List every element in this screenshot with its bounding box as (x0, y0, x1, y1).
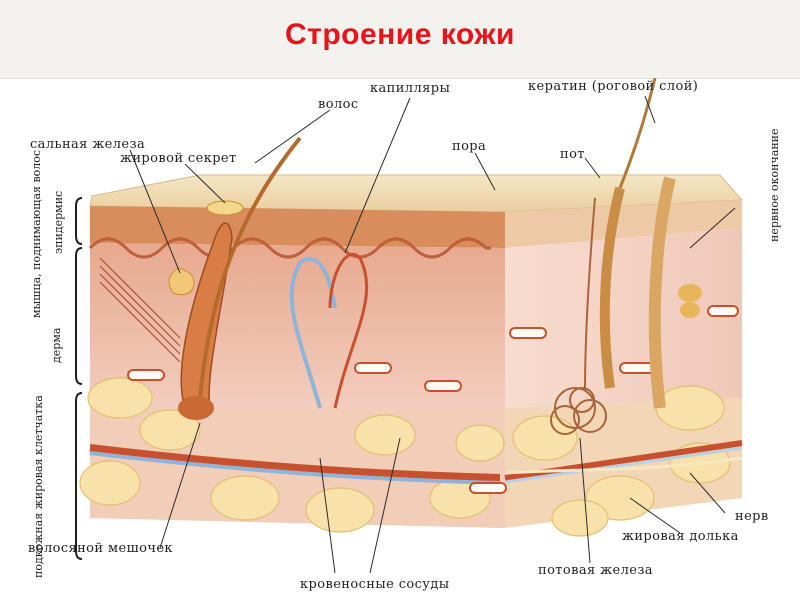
label-keratin: кератин (роговой слой) (528, 79, 698, 94)
label-salnaya-zheleza: сальная железа (30, 137, 145, 152)
label-nerv: нерв (735, 509, 769, 524)
epidermis-layer (90, 206, 505, 248)
skin-structure-diagram: волос капилляры кератин (роговой слой) с… (0, 78, 800, 600)
sebum-drop (207, 201, 243, 215)
label-pora: пора (452, 139, 486, 154)
label-volosyanoy-meshochek: волосяной мешочек (28, 541, 173, 556)
hair-bulb (178, 396, 214, 420)
label-volos: волос (318, 97, 359, 112)
label-krovenosnye-sosudy: кровеносные сосуды (300, 577, 449, 592)
label-kapillyary: капилляры (370, 81, 450, 96)
label-zhirovaya-dolka: жировая долька (622, 529, 739, 544)
label-zhirovoy-sekret: жировой секрет (120, 151, 237, 166)
label-epidermis: эпидермис (52, 191, 65, 254)
dermis-side (505, 228, 742, 408)
label-myshca: мышца, поднимающая волос (30, 150, 43, 318)
label-pot: пот (560, 147, 585, 162)
label-derma: дерма (50, 327, 63, 363)
label-potovaya-zheleza: потовая железа (538, 563, 653, 578)
page-title: Строение кожи (0, 18, 800, 52)
label-nervnoe-okonchanie: нервное окончание (768, 129, 781, 243)
layer-brackets (76, 198, 82, 559)
